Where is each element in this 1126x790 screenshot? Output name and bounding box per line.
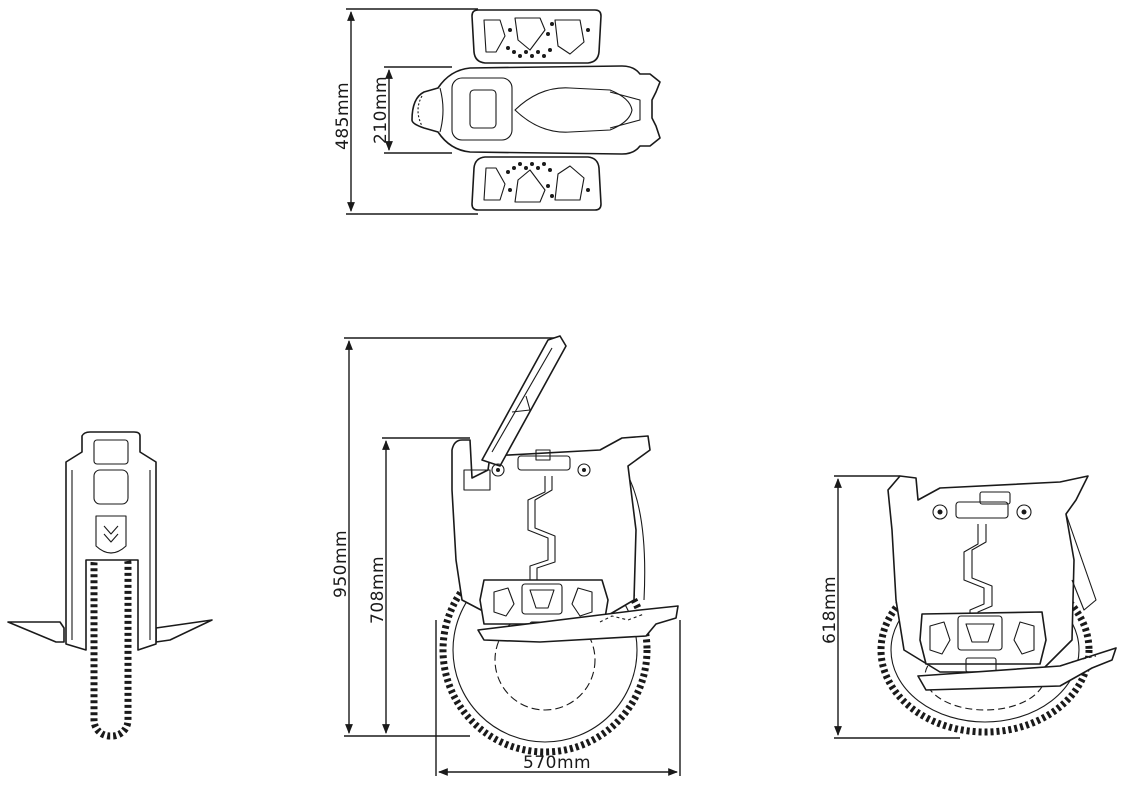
rear-pedal-bracket [919, 611, 1047, 673]
top-pedal-upper [471, 9, 602, 64]
side-view: 950mm 708mm 570mm [331, 335, 681, 776]
front-headlight [93, 439, 129, 465]
rear-top-mounts [932, 491, 1032, 520]
side-top-mounts [491, 449, 591, 477]
side-pedal [477, 605, 679, 643]
top-pedal-lower [471, 156, 602, 211]
top-body [411, 65, 661, 155]
dim-210-label: 210mm [371, 76, 391, 144]
front-fender [95, 515, 127, 554]
dim-618-label: 618mm [820, 576, 840, 644]
side-fender [629, 479, 646, 601]
rear-three-quarter-view: 618mm [820, 475, 1117, 739]
side-tire [439, 544, 651, 756]
front-chevron-icon [103, 525, 119, 543]
front-tire [90, 544, 132, 740]
front-view [7, 431, 213, 740]
dim-708-label: 708mm [368, 556, 388, 624]
front-display [93, 469, 129, 505]
front-body [65, 431, 157, 651]
front-pedal-right [155, 619, 213, 643]
front-pedal-left [7, 621, 65, 643]
side-spine [527, 476, 549, 582]
dim-570-label: 570mm [523, 753, 591, 773]
rear-spine [963, 524, 985, 618]
dim-485-label: 485mm [333, 82, 353, 150]
rear-pedal [917, 647, 1117, 691]
dim-950-label: 950mm [331, 530, 351, 598]
top-view: 485mm 210mm [333, 8, 661, 215]
